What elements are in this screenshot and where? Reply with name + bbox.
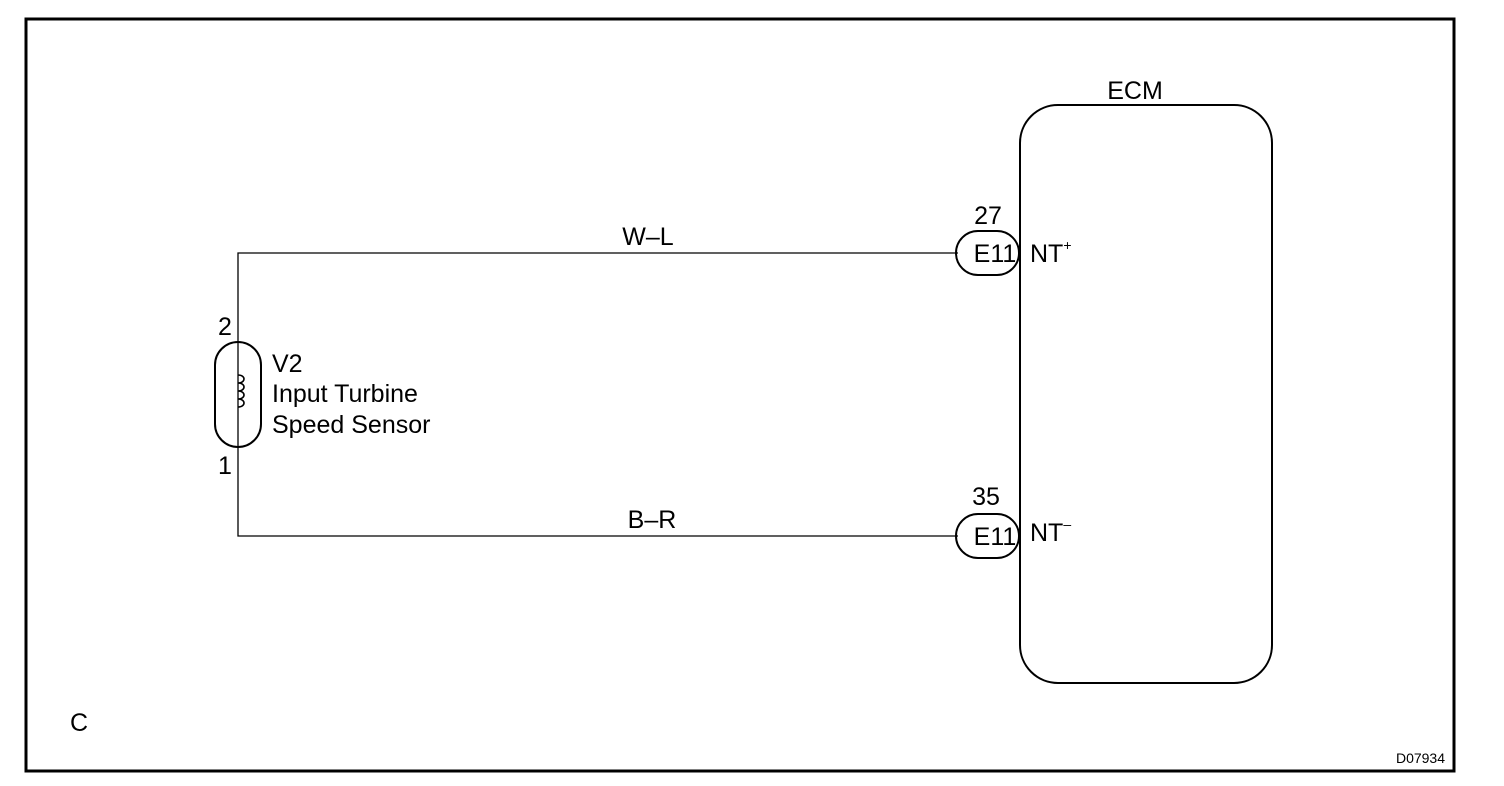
ecm-pin-35: 35: [972, 483, 1000, 511]
ecm-block: [1019, 104, 1273, 684]
wire-b-r-label: B–R: [628, 506, 677, 534]
wire-b-r: [237, 447, 958, 537]
corner-letter: C: [70, 709, 88, 737]
connector-e11-top: [955, 230, 1020, 276]
signal-nt-plus: NT+: [1030, 237, 1072, 268]
figure-id: D07934: [1396, 750, 1445, 766]
ecm-label: ECM: [1107, 77, 1163, 105]
sensor-name-line2: Speed Sensor: [272, 411, 430, 439]
connector-e11-bottom: [955, 513, 1020, 559]
ecm-pin-27: 27: [974, 202, 1002, 230]
wire-w-l-label: W–L: [622, 223, 674, 251]
diagram-border: [24, 17, 1456, 773]
wire-w-l: [237, 252, 958, 342]
connector-e11-top-label: E11: [974, 240, 1017, 268]
sensor-pin-1: 1: [218, 452, 232, 480]
coil-icon: [237, 374, 245, 408]
sensor-name-line1: Input Turbine: [272, 380, 418, 408]
signal-nt-minus: NT–: [1030, 516, 1071, 547]
connector-e11-bottom-label: E11: [974, 523, 1017, 551]
sensor-pin-2: 2: [218, 313, 232, 341]
sensor-code: V2: [272, 350, 303, 378]
